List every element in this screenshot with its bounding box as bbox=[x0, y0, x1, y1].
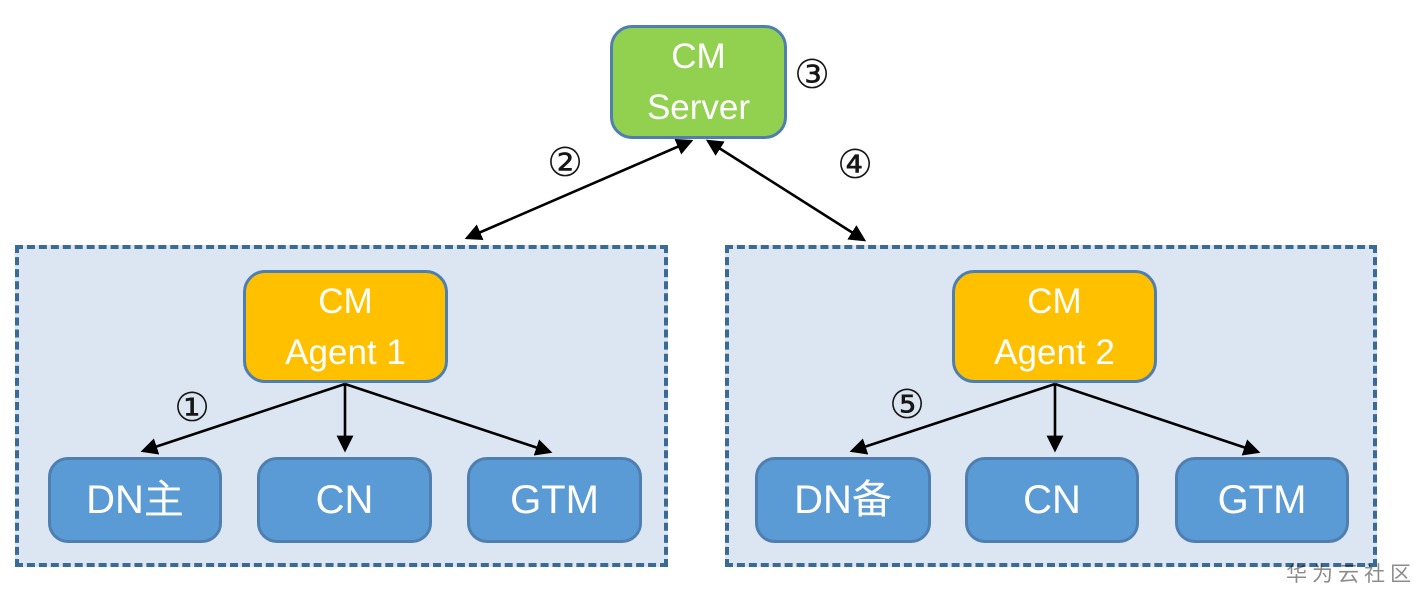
cn-left-label: CN bbox=[315, 478, 374, 522]
cn-right-label: CN bbox=[1023, 478, 1081, 522]
cn-left-node: CN bbox=[257, 457, 432, 543]
gtm-left-label: GTM bbox=[510, 478, 599, 522]
step-label-2: ② bbox=[547, 140, 583, 186]
huawei-cloud-community-watermark: 华为云社区 bbox=[1286, 563, 1414, 586]
step-label-1: ① bbox=[174, 385, 210, 431]
step-label-5: ⑤ bbox=[889, 382, 925, 428]
cm-server-label-line1: CM bbox=[671, 37, 726, 76]
cm-agent1-label-line1: CM bbox=[318, 281, 373, 321]
cm-agent2-node: CM Agent 2 bbox=[952, 270, 1157, 383]
gtm-left-node: GTM bbox=[467, 457, 642, 543]
cm-agent2-label-line1: CM bbox=[1027, 281, 1082, 321]
cm-agent1-label-line2: Agent 1 bbox=[285, 332, 406, 372]
cm-agent2-label-line2: Agent 2 bbox=[994, 332, 1115, 372]
dn-primary-label: DN主 bbox=[86, 478, 184, 522]
dn-primary-node: DN主 bbox=[48, 457, 222, 543]
cm-server-node: CM Server bbox=[610, 25, 787, 139]
dn-standby-node: DN备 bbox=[755, 457, 931, 543]
cn-right-node: CN bbox=[965, 457, 1139, 543]
gtm-right-node: GTM bbox=[1175, 457, 1349, 543]
dn-standby-label: DN备 bbox=[794, 478, 892, 522]
gtm-right-label: GTM bbox=[1217, 478, 1307, 522]
step-label-4: ④ bbox=[837, 142, 873, 188]
cm-server-label-line2: Server bbox=[646, 88, 751, 127]
cm-agent1-node: CM Agent 1 bbox=[243, 270, 448, 383]
step-label-3: ③ bbox=[794, 52, 830, 98]
